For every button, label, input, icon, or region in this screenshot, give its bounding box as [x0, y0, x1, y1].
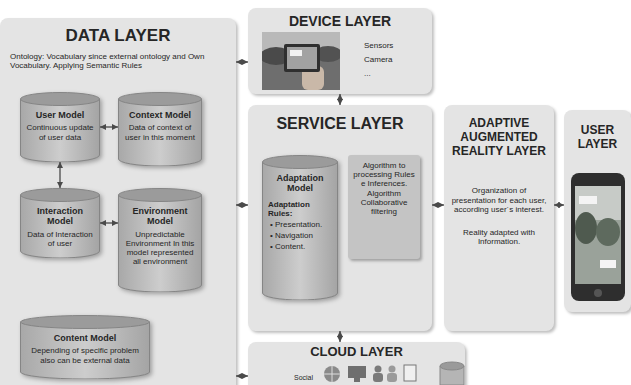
model-cylinder: Interaction ModelData of Interaction of …: [20, 188, 100, 258]
layer-body: Organization of presentation for each us…: [450, 186, 548, 214]
cylinder-top: [119, 93, 202, 106]
cylinder-body: [263, 162, 338, 300]
double-arrow: [236, 61, 248, 62]
person-icon: [375, 366, 382, 373]
screen-tree: [575, 212, 597, 244]
phone-screen: [575, 186, 621, 284]
algorithm-text: Algorithm to processing Rules e Inferenc…: [352, 161, 416, 216]
cylinder-body: [21, 99, 100, 162]
device-item: ...: [364, 69, 426, 78]
layer-title: CLOUD LAYER: [254, 345, 459, 360]
screen-overlay: [579, 196, 597, 204]
model-body: Depending of specific problem also can b…: [26, 346, 144, 364]
cloud-item: Social: [294, 374, 459, 382]
layer-panel: CLOUD LAYER Social: [248, 342, 465, 385]
database-icon: [440, 362, 464, 370]
globe-icon: [324, 366, 340, 382]
monitor-stand: [354, 378, 360, 382]
model-cylinder: Adaptation ModelAdaptation Rules: • Prese…: [262, 155, 338, 300]
layer-title: DEVICE LAYER: [254, 13, 426, 29]
cylinder-top: [21, 189, 100, 202]
rule-item: • Presentation.: [270, 220, 334, 229]
layer-panel: DATA LAYER Ontology: Vocabulary since ext…: [0, 18, 236, 385]
ontology-note: Ontology: Vocabulary since external onto…: [10, 52, 226, 70]
person-icon: [387, 373, 397, 382]
document-icon: [404, 365, 416, 381]
model-heading: Adaptation Model: [266, 173, 334, 194]
rule-item: • Content.: [270, 242, 334, 251]
photo-device: [284, 44, 320, 72]
model-cylinder: User ModelContinuous update of user data: [20, 92, 100, 162]
double-arrow: [59, 162, 60, 188]
model-body: Data of Interaction of user: [24, 230, 96, 248]
layer-title: ADAPTIVE AUGMENTED REALITY LAYER: [450, 117, 548, 158]
layer-title: USER LAYER: [567, 124, 628, 152]
photo-overlay: [290, 50, 302, 56]
screen-overlay: [600, 260, 616, 268]
model-heading: Environment Model: [122, 206, 198, 227]
model-heading: User Model: [24, 110, 96, 120]
device-item: Camera: [364, 55, 426, 64]
cylinder-top: [21, 93, 100, 106]
device-item: Sensors: [364, 41, 426, 50]
model-cylinder: Context ModelData of context of user in …: [118, 92, 202, 166]
cylinder-body: [119, 195, 202, 292]
model-cylinder: Environment ModelUnpredictable Environme…: [118, 188, 202, 292]
cylinder-body: [21, 195, 100, 258]
double-arrow: [554, 204, 564, 205]
cylinder-top: [21, 316, 150, 329]
cylinder-top: [119, 189, 202, 202]
layer-body: Reality adapted with Information.: [450, 228, 548, 246]
double-arrow: [100, 222, 118, 223]
monitor-icon: [348, 366, 366, 378]
model-heading: Context Model: [122, 110, 198, 120]
camera-photo: [262, 32, 340, 90]
model-heading: Content Model: [26, 333, 144, 343]
model-body: Data of context of user in this moment: [122, 123, 198, 141]
screen-tree: [596, 218, 620, 246]
layer-title: DATA LAYER: [10, 26, 226, 46]
phone-body: [571, 173, 625, 301]
rule-item: • Navigation: [270, 231, 334, 240]
model-body: Continuous update of user data: [24, 123, 96, 141]
cylinder-body: [21, 322, 150, 379]
phone-button: [594, 289, 602, 297]
phone-picture: [570, 172, 626, 302]
rules-heading: Adaptation Rules:: [268, 200, 334, 218]
cloud-icons: [318, 360, 466, 385]
globe-lines: [324, 366, 340, 382]
person-icon: [373, 373, 383, 382]
double-arrow: [432, 204, 444, 205]
model-body: Unpredictable Environment In this model …: [122, 230, 198, 267]
double-arrow: [236, 375, 248, 376]
algorithm-box: Algorithm to processing Rules e Inferenc…: [348, 155, 420, 259]
photo-screen: [287, 47, 317, 69]
layer-panel: SERVICE LAYERAdaptation ModelAdaptation …: [248, 105, 432, 331]
double-arrow: [339, 94, 340, 105]
double-arrow: [236, 204, 248, 205]
cylinder-top: [263, 156, 338, 169]
model-heading: Interaction Model: [24, 206, 96, 227]
person-icon: [389, 366, 396, 373]
layer-panel: ADAPTIVE AUGMENTED REALITY LAYER Organiza…: [444, 105, 554, 331]
model-cylinder: Content ModelDepending of specific probl…: [20, 315, 150, 379]
layer-title: SERVICE LAYER: [254, 115, 426, 133]
cylinder-body: [119, 99, 202, 166]
double-arrow: [100, 126, 118, 127]
double-arrow: [339, 331, 340, 342]
